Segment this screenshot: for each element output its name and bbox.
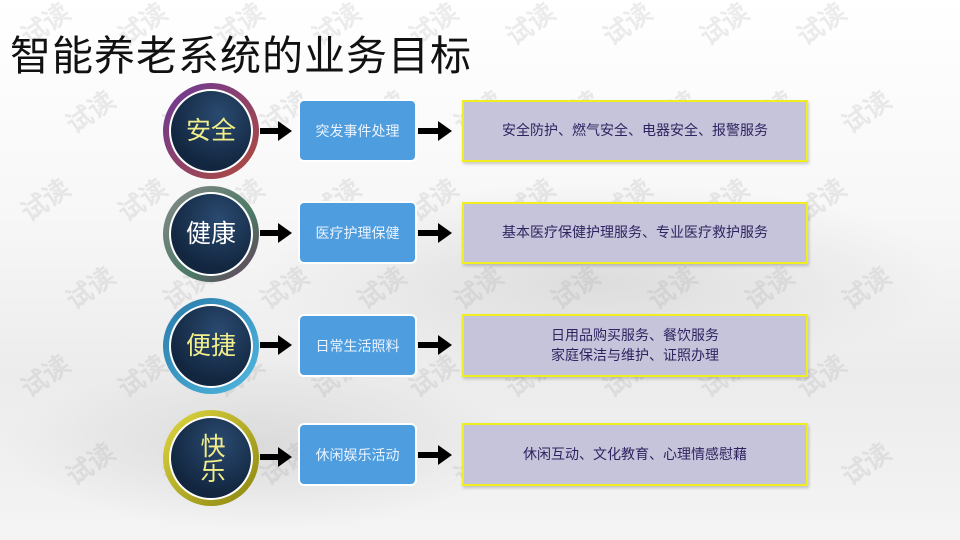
watermark: 试读: [61, 85, 121, 141]
service-box: 日常生活照料: [300, 316, 415, 375]
detail-text: 安全防护、燃气安全、电器安全、报警服务: [502, 123, 768, 139]
detail-text: 基本医疗保健护理服务、专业医疗救护服务: [502, 225, 768, 241]
goal-label: 健康: [169, 192, 253, 276]
watermark: 试读: [837, 437, 897, 493]
service-box: 休闲娱乐活动: [300, 425, 415, 484]
goal-label: 安全: [169, 89, 253, 173]
page-title: 智能养老系统的业务目标: [10, 32, 472, 80]
detail-box: 基本医疗保健护理服务、专业医疗救护服务: [462, 202, 808, 264]
goal-circle-happiness: 快乐: [163, 410, 259, 506]
watermark: 试读: [837, 85, 897, 141]
watermark: 试读: [598, 0, 658, 53]
arrow-icon: [418, 335, 452, 355]
arrow-icon: [260, 121, 292, 141]
detail-box: 安全防护、燃气安全、电器安全、报警服务: [462, 100, 808, 162]
arrow-icon: [418, 121, 452, 141]
watermark: 试读: [792, 0, 852, 53]
detail-box: 日用品购买服务、餐饮服务家庭保洁与维护、证照办理: [462, 314, 808, 377]
watermark: 试读: [61, 261, 121, 317]
watermark: 试读: [501, 0, 561, 53]
detail-box: 休闲互动、文化教育、心理情感慰藉: [462, 423, 808, 486]
service-box: 突发事件处理: [300, 101, 415, 160]
arrow-icon: [260, 223, 292, 243]
arrow-icon: [418, 223, 452, 243]
detail-text: 家庭保洁与维护、证照办理: [551, 347, 719, 364]
background-mountain: [0, 360, 520, 530]
detail-text: 休闲互动、文化教育、心理情感慰藉: [523, 446, 747, 463]
arrow-icon: [260, 447, 292, 467]
arrow-icon: [418, 445, 452, 465]
arrow-icon: [260, 335, 292, 355]
watermark: 试读: [695, 0, 755, 53]
detail-text: 日用品购买服务、餐饮服务: [551, 327, 719, 344]
goal-label: 快乐: [169, 416, 253, 500]
goal-label: 便捷: [169, 304, 253, 388]
watermark: 试读: [16, 173, 76, 229]
service-box: 医疗护理保健: [300, 203, 415, 262]
goal-circle-health: 健康: [163, 186, 259, 282]
goal-circle-convenience: 便捷: [163, 298, 259, 394]
goal-circle-safety: 安全: [163, 83, 259, 179]
